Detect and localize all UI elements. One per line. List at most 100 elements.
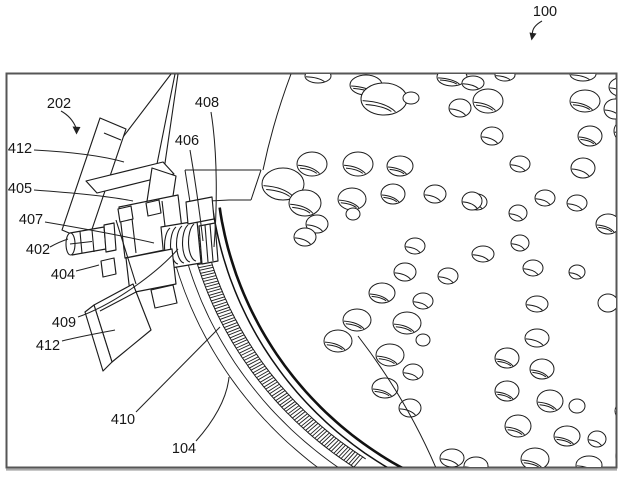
- support-arm-edge: [184, 169, 191, 203]
- bubble-shading-arc: [299, 167, 318, 174]
- gear-tooth: [257, 372, 273, 383]
- gear-tooth: [230, 334, 247, 344]
- shaft-collar: [103, 222, 117, 253]
- gear-tooth: [293, 411, 309, 423]
- bubble-cell: [587, 430, 607, 448]
- bubble-shading-arc: [588, 439, 602, 446]
- bubble-cell: [536, 389, 564, 413]
- bubble-cell: [480, 126, 504, 146]
- ref-label-100: 100: [533, 4, 557, 20]
- bubble-cell: [522, 259, 544, 277]
- ref-label-406: 406: [175, 133, 199, 149]
- bubble-shading-arc: [371, 295, 387, 302]
- bubble-shading-arc: [449, 108, 466, 116]
- bubble-shading-arc: [509, 213, 523, 220]
- bubble-cell: [415, 333, 431, 347]
- gear-tooth: [281, 398, 296, 411]
- gear-tooth: [302, 418, 317, 431]
- leader-407: [44, 221, 155, 244]
- bubble-cell: [386, 155, 414, 177]
- bubble-shading-arc: [305, 76, 325, 83]
- pinion-line: [204, 224, 209, 263]
- ref-label-407: 407: [19, 212, 43, 228]
- bubble-cell: [293, 227, 317, 247]
- rim-flange-arc: [175, 266, 318, 467]
- bubble-shading-arc: [343, 320, 365, 330]
- bubble-shading-arc: [405, 246, 421, 253]
- bubble-cell: [614, 406, 616, 416]
- bubble-cell: [337, 187, 367, 211]
- bubble-cell: [404, 237, 426, 255]
- bubble-shading-arc: [345, 167, 364, 174]
- gear-tooth: [240, 348, 256, 359]
- coupling-ring: [169, 226, 179, 265]
- gear-tooth: [227, 329, 244, 339]
- bubble-shading-arc: [462, 201, 478, 209]
- bubble-cell: [261, 167, 305, 201]
- gear-tooth: [253, 367, 270, 379]
- bubble-shading-arc: [580, 138, 595, 145]
- bubble-cell: [471, 245, 495, 263]
- bubble-shading-arc: [507, 429, 523, 435]
- bubble-cell: [412, 292, 434, 310]
- motor-pinion-assembly: [61, 74, 219, 372]
- bubble-shading-arc: [475, 104, 494, 111]
- leader-409: [77, 248, 179, 318]
- lower-foot: [150, 284, 178, 309]
- bubble-shading-arc: [387, 166, 407, 175]
- top-brace-edge: [163, 74, 179, 171]
- gear-tooth: [335, 444, 349, 458]
- bubble-cell: [398, 398, 422, 418]
- gear-tooth: [350, 454, 364, 467]
- set-block: [100, 257, 117, 278]
- bubble-shading-arc: [290, 203, 314, 214]
- disc-silhouette: [262, 74, 292, 171]
- pinion-gear: [198, 222, 219, 265]
- bubble-shading-arc: [365, 103, 392, 112]
- gear-tooth: [307, 422, 322, 435]
- bubble-shading-arc: [424, 194, 441, 202]
- gear-tooth: [250, 363, 266, 374]
- ref-label-408: 408: [195, 95, 219, 111]
- bubble-cell: [494, 74, 516, 82]
- bubble-cell: [342, 308, 372, 332]
- bubble-shading-arc: [571, 168, 590, 177]
- bubble-cell: [402, 363, 424, 381]
- bubble-cell: [534, 189, 556, 207]
- gear-tooth: [202, 277, 219, 285]
- arrowhead-100: [529, 32, 537, 41]
- bubble-cell: [392, 311, 422, 335]
- bubble-cell: [402, 91, 420, 105]
- gear-tooth: [340, 448, 354, 461]
- bubble-shading-arc: [372, 388, 392, 397]
- bubble-shading-arc: [570, 74, 590, 81]
- gear-tooth: [204, 282, 221, 291]
- support-arm-edge: [250, 169, 262, 201]
- gear-tooth: [276, 394, 292, 406]
- bubble-shading-arc: [395, 326, 412, 332]
- bubble-shading-arc: [306, 224, 323, 232]
- gear-tooth: [265, 381, 281, 393]
- bubble-cell: [569, 89, 601, 113]
- bubble-cell: [304, 74, 332, 84]
- bubble-cell: [577, 125, 603, 147]
- coupling-ring: [181, 224, 191, 263]
- bubble-shading-arc: [439, 79, 458, 85]
- bubble-shading-arc: [338, 199, 360, 209]
- gear-tooth: [197, 261, 213, 269]
- top-brace-edge: [155, 74, 176, 170]
- bubble-cell: [510, 234, 530, 252]
- lower-arm: [125, 248, 177, 294]
- bubble-shading-arc: [569, 272, 582, 278]
- bubble-shading-arc: [440, 458, 459, 466]
- bubble-cell: [437, 267, 459, 285]
- gear-tooth: [222, 319, 238, 329]
- bubble-shading-arc: [462, 83, 479, 89]
- leader-100: [531, 20, 543, 35]
- mount-plate-bottom-fold: [99, 291, 137, 312]
- ref-label-402: 402: [26, 242, 50, 258]
- gear-tooth: [233, 339, 250, 349]
- gear-tooth: [219, 314, 236, 323]
- gear-tooth: [236, 344, 253, 354]
